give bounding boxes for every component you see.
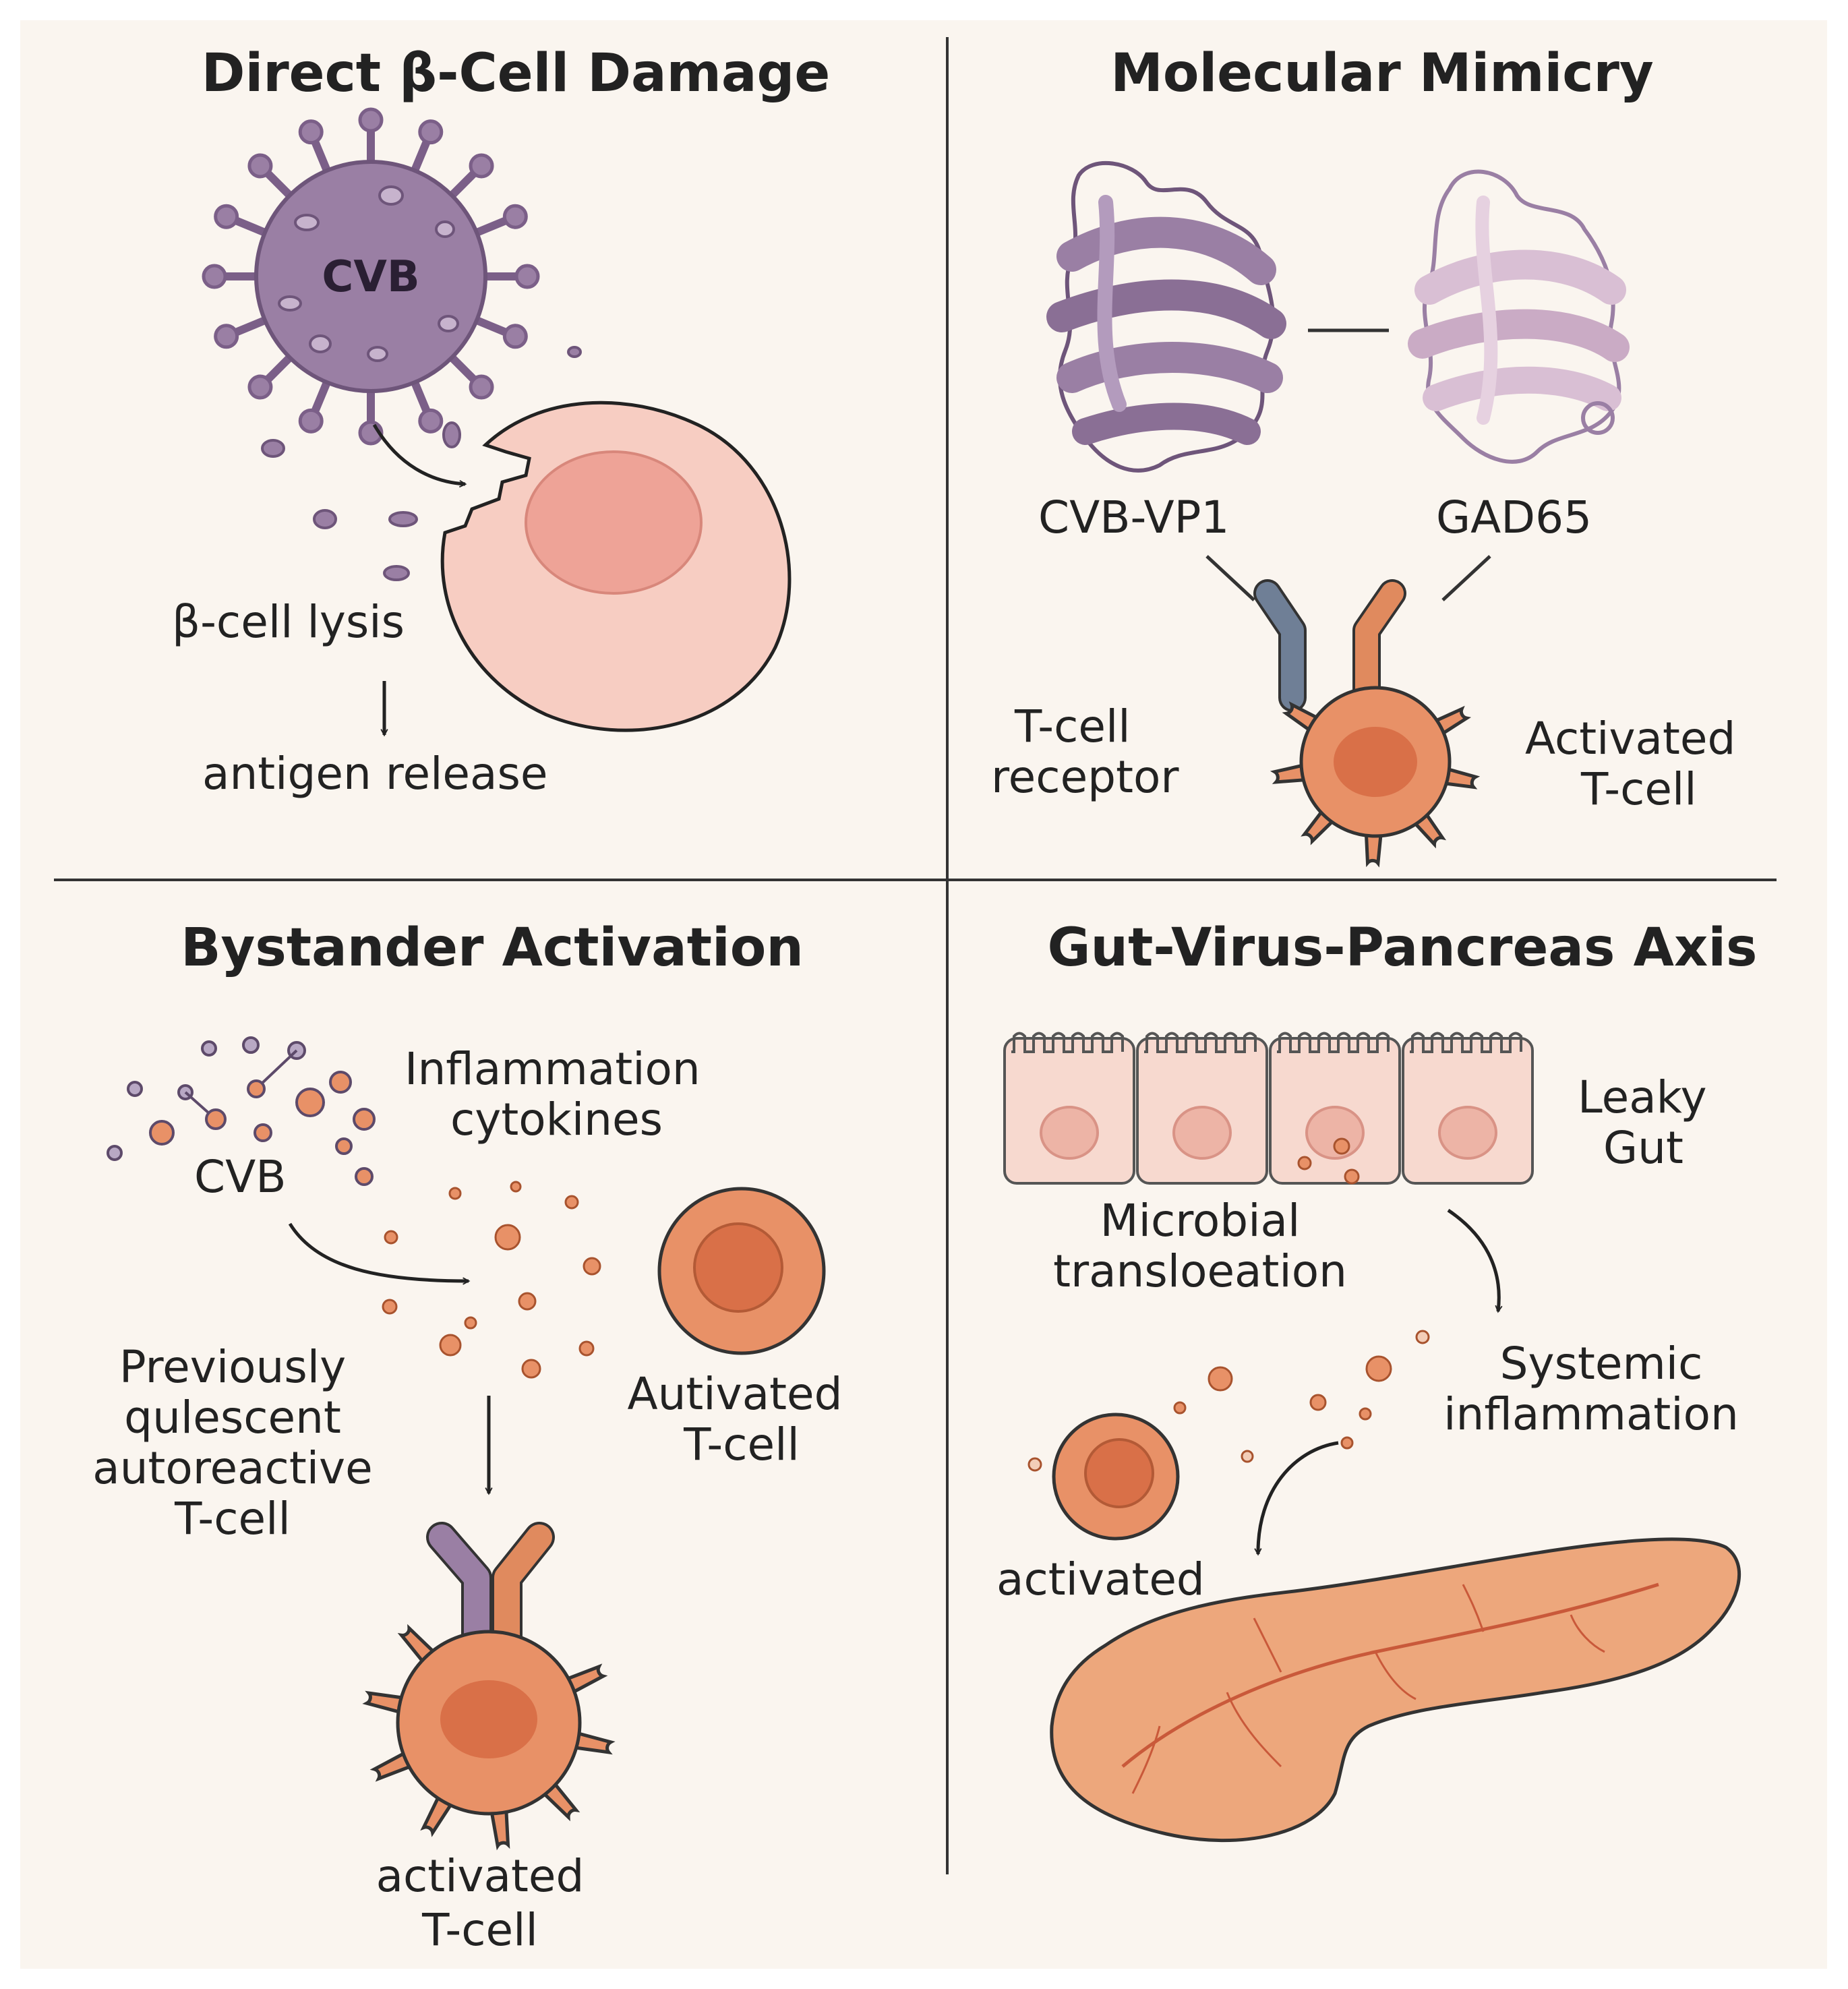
lysed-beta-cell — [440, 400, 792, 732]
panel-molecular-mimicry: Molecular Mimicry CVB-VP1 GAD65 — [991, 43, 1735, 868]
panel-title: Direct β-Cell Damage — [202, 43, 831, 104]
debris-particles — [261, 346, 582, 581]
inflammation-label-line2: cytokines — [450, 1094, 663, 1146]
quiescent-label-line3: autoreactive — [92, 1442, 372, 1494]
leaky-label-line1: Leaky — [1578, 1071, 1707, 1123]
inflammation-label-line1: Inflammation — [405, 1043, 701, 1095]
leaky-label-line2: Gut — [1603, 1122, 1683, 1174]
attack-arrow — [372, 423, 465, 484]
panel-title: Bystander Activation — [181, 918, 804, 978]
activated-label-line1: Activated — [1525, 713, 1735, 765]
panel-title: Molecular Mimicry — [1110, 43, 1654, 104]
autivated-t-cell-icon — [657, 1187, 826, 1355]
activated-t-cell-icon — [362, 1624, 616, 1851]
activated-label-line2: T-cell — [421, 1904, 538, 1956]
cvb-vp1-protein-icon — [1046, 160, 1286, 473]
panel-direct-beta-cell-damage: Direct β-Cell Damage CVB — [172, 43, 830, 800]
quiescent-label-line2: qulescent — [124, 1392, 341, 1444]
cvb-label: CVB — [194, 1151, 287, 1203]
spread-arrow — [288, 1222, 469, 1281]
pointer-right — [1441, 555, 1491, 601]
virus-particles — [107, 1036, 376, 1186]
inflammation-arrow — [1258, 1441, 1339, 1554]
lysis-label: β-cell lysis — [172, 596, 405, 648]
receptor-label-line1: T-cell — [1014, 701, 1131, 752]
activated-label-line2: T-cell — [1580, 763, 1697, 815]
protein2-label: GAD65 — [1436, 492, 1592, 543]
pointer-left — [1205, 555, 1255, 601]
pancreas-icon — [1050, 1537, 1741, 1843]
activated-t-cell-icon — [1270, 686, 1481, 868]
activated-label: activated — [996, 1553, 1205, 1605]
systemic-label-line2: inflammation — [1443, 1388, 1739, 1440]
gad65-protein-icon — [1408, 169, 1630, 464]
panel-title: Gut-Virus-Pancreas Axis — [1048, 918, 1758, 978]
cytokine-dots — [382, 1181, 601, 1379]
activated-cell-icon — [1052, 1413, 1180, 1541]
translocation-arrow — [1447, 1208, 1499, 1311]
antigen-release-label: antigen release — [202, 748, 547, 800]
microbial-label-line2: transloeation — [1053, 1245, 1347, 1297]
systemic-particles — [1027, 1330, 1430, 1472]
panel-bystander-activation: Bystander Activation — [92, 918, 842, 1956]
microbial-label-line1: Microbial — [1100, 1195, 1301, 1247]
autivated-label-line2: T-cell — [683, 1419, 800, 1471]
virus-label: CVB — [322, 252, 419, 302]
t-cell-receptor-icon — [1253, 579, 1406, 712]
quiescent-label-line4: T-cell — [174, 1493, 291, 1545]
bystander-receptor-icon — [426, 1522, 555, 1661]
receptor-label-line2: receptor — [991, 751, 1179, 803]
gut-epithelium-icon — [1003, 1032, 1534, 1185]
protein1-label: CVB-VP1 — [1038, 492, 1229, 543]
panel-gut-virus-pancreas-axis: Gut-Virus-Pancreas Axis — [996, 918, 1758, 1843]
systemic-label-line1: Systemic — [1500, 1338, 1703, 1390]
activated-label-line1: activated — [376, 1850, 585, 1902]
quiescent-label-line1: Previously — [119, 1341, 346, 1393]
virus-icon: CVB — [202, 107, 540, 446]
autivated-label-line1: Autivated — [627, 1368, 842, 1420]
